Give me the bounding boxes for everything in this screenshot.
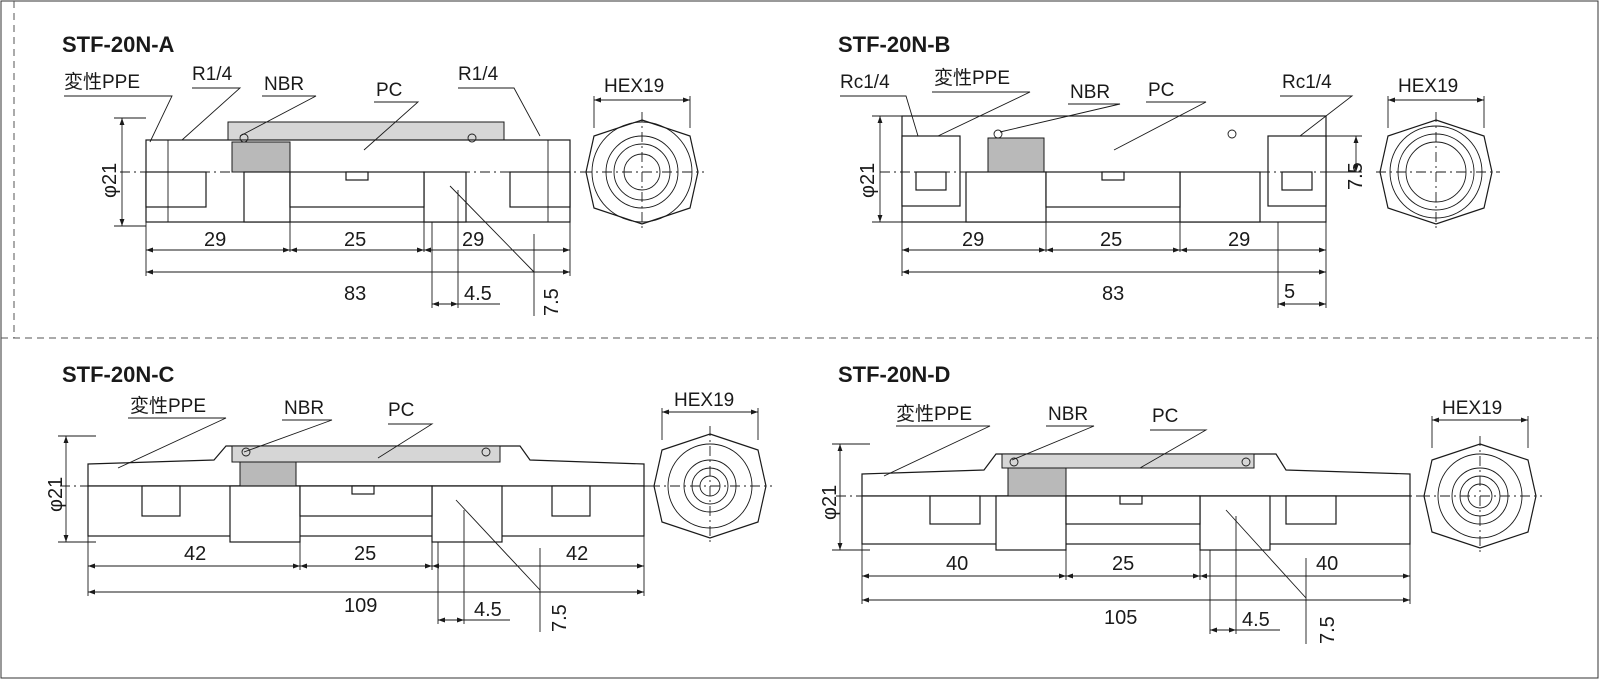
- dim-length-2: 25: [344, 229, 366, 251]
- dim-diameter: φ21: [45, 477, 67, 512]
- panel-title: STF-20N-B: [838, 32, 950, 57]
- dim-length-1: 29: [204, 229, 226, 251]
- dim-length-3: 29: [1228, 229, 1250, 251]
- dim-total-length: 83: [1102, 283, 1124, 305]
- dim-small: 5: [1284, 281, 1295, 303]
- label-hex: HEX19: [1442, 398, 1502, 419]
- label-seal: NBR: [284, 398, 324, 419]
- dim-length-1: 29: [962, 229, 984, 251]
- fitting-side-view: [120, 121, 585, 223]
- dim-offset: 7.5: [549, 604, 571, 632]
- dim-length-3: 40: [1316, 553, 1338, 575]
- dim-diameter: φ21: [99, 163, 121, 198]
- label-body-material: 変性PPE: [934, 67, 1010, 89]
- dim-length-3: 29: [462, 229, 484, 251]
- dim-small: 4.5: [474, 599, 502, 621]
- label-body-material: 変性PPE: [130, 395, 206, 417]
- dim-length-2: 25: [354, 543, 376, 565]
- label-hex: HEX19: [674, 390, 734, 411]
- panel-stf-20n-a: STF-20N-A 変性PPE R1/4 NBR PC R1/4: [62, 32, 704, 316]
- label-thread-left: R1/4: [192, 64, 233, 85]
- label-hex: HEX19: [604, 76, 664, 97]
- hex-end-view: HEX19: [582, 76, 704, 232]
- panel-stf-20n-d: STF-20N-D 変性PPE NBR PC φ21: [819, 362, 1542, 644]
- dim-total-length: 83: [344, 283, 366, 305]
- dim-offset: 7.5: [1317, 616, 1339, 644]
- panel-stf-20n-b: STF-20N-B Rc1/4 変性PPE NBR PC Rc1/4: [838, 32, 1500, 308]
- dim-length-3: 42: [566, 543, 588, 565]
- panel-stf-20n-c: STF-20N-C 変性PPE NBR PC φ21: [45, 362, 772, 632]
- label-thread-right: R1/4: [458, 64, 499, 85]
- dim-small: 4.5: [464, 283, 492, 305]
- dim-small: 4.5: [1242, 609, 1270, 631]
- hex-end-view: HEX19: [650, 390, 772, 546]
- label-cover: PC: [1152, 406, 1178, 427]
- dim-length-2: 25: [1112, 553, 1134, 575]
- hex-end-view: HEX19: [1420, 398, 1542, 556]
- hex-end-view: HEX19: [1376, 76, 1500, 232]
- dim-total-length: 105: [1104, 607, 1137, 629]
- panel-title: STF-20N-D: [838, 362, 950, 387]
- label-seal: NBR: [1048, 404, 1088, 425]
- dim-diameter: φ21: [819, 485, 841, 520]
- label-body-material: 変性PPE: [896, 403, 972, 425]
- dim-offset: 7.5: [541, 288, 563, 316]
- panel-title: STF-20N-C: [62, 362, 175, 387]
- panel-title: STF-20N-A: [62, 32, 175, 57]
- label-seal: NBR: [264, 74, 304, 95]
- fitting-side-view: [60, 445, 660, 543]
- label-hex: HEX19: [1398, 76, 1458, 97]
- dim-offset: 7.5: [1345, 162, 1367, 190]
- label-thread-left: Rc1/4: [840, 72, 890, 93]
- label-cover: PC: [376, 80, 402, 101]
- dim-total-length: 109: [344, 595, 377, 617]
- dim-length-2: 25: [1100, 229, 1122, 251]
- label-thread-right: Rc1/4: [1282, 72, 1332, 93]
- fitting-side-view: [880, 115, 1350, 223]
- label-cover: PC: [1148, 80, 1174, 101]
- dim-length-1: 42: [184, 543, 206, 565]
- dim-length-1: 40: [946, 553, 968, 575]
- label-cover: PC: [388, 400, 414, 421]
- label-body-material: 変性PPE: [64, 71, 140, 93]
- dim-diameter: φ21: [857, 163, 879, 198]
- label-seal: NBR: [1070, 82, 1110, 103]
- fitting-side-view: [836, 453, 1420, 551]
